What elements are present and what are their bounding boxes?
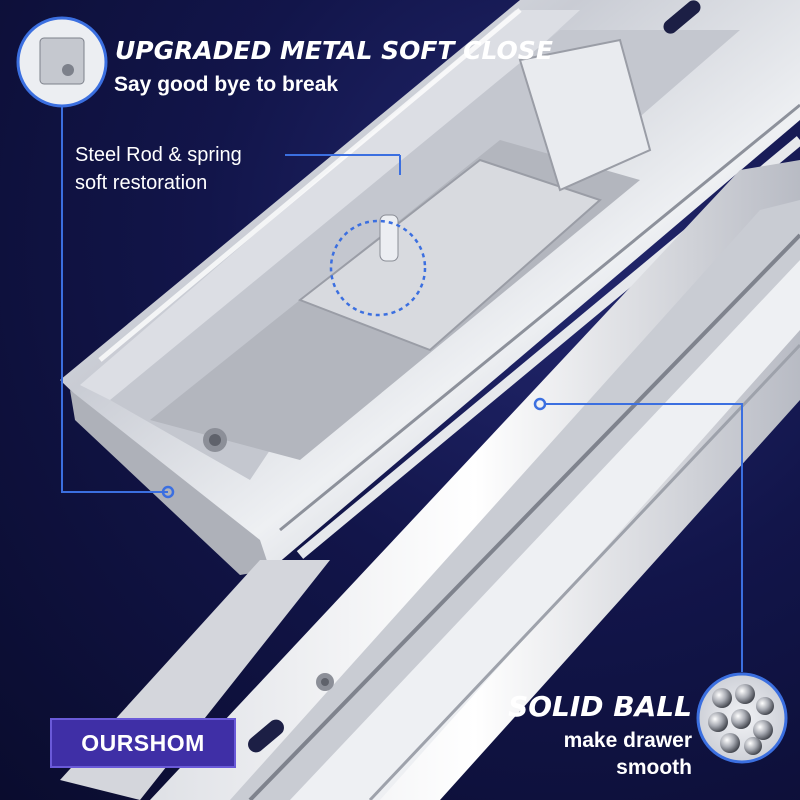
callout-steel-rod [285, 154, 427, 317]
callout-soft-close [16, 16, 175, 499]
steel-rod-line1: Steel Rod & spring [75, 144, 242, 166]
solid-ball-line1: make drawer [563, 729, 692, 752]
soft-close-damper-icon [203, 38, 652, 452]
brand-badge: OURSHOM [50, 718, 236, 768]
solid-ball-bearings-icon [696, 672, 788, 764]
solid-ball-title: SOLID BALL [508, 690, 692, 723]
soft-close-subtitle: Say good bye to break [114, 73, 339, 96]
soft-close-title: UPGRADED METAL SOFT CLOSE [115, 36, 553, 65]
steel-rod-line2: soft restoration [75, 172, 208, 194]
solid-ball-line2: smooth [616, 756, 692, 779]
callout-solid-ball [533, 397, 743, 672]
